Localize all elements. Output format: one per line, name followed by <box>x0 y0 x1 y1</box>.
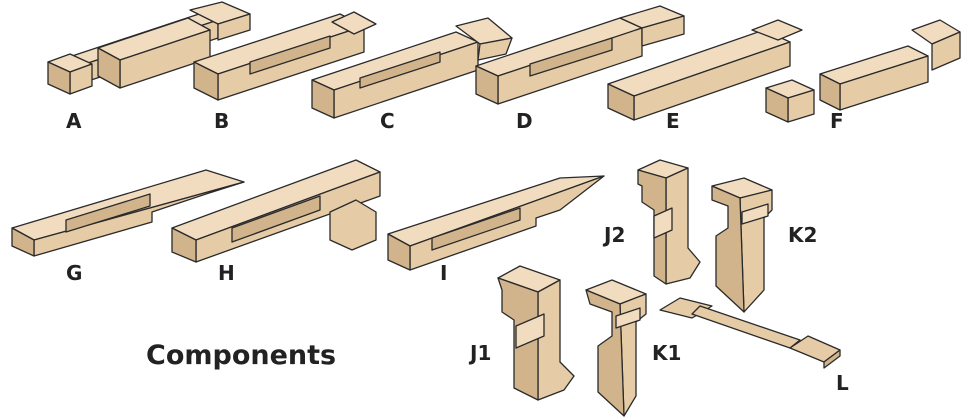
label-e: E <box>666 109 680 133</box>
piece-g-notch <box>65 193 151 233</box>
label-i: I <box>440 261 447 285</box>
piece-k2-side <box>711 185 745 313</box>
piece-j2-tab <box>653 207 673 239</box>
label-b: B <box>214 109 229 133</box>
piece-c-notch <box>359 51 441 89</box>
piece-i <box>387 175 605 271</box>
label-d: D <box>516 109 533 133</box>
label-l: L <box>836 371 849 395</box>
piece-c <box>311 17 513 119</box>
piece-g <box>11 169 245 257</box>
piece-d-notch <box>529 37 613 77</box>
label-f: F <box>830 109 844 133</box>
label-j1: J1 <box>468 341 491 365</box>
piece-a <box>47 1 251 95</box>
piece-j2 <box>637 159 701 285</box>
piece-e <box>607 19 803 121</box>
piece-k1 <box>585 279 647 417</box>
piece-k2-slot <box>741 203 769 225</box>
piece-i-notch <box>431 207 521 251</box>
label-c: C <box>380 109 395 133</box>
piece-b-raised <box>331 11 377 35</box>
label-k2: K2 <box>788 223 817 247</box>
piece-e-raised <box>751 19 803 41</box>
piece-f <box>765 19 961 123</box>
piece-d-end <box>475 65 499 105</box>
piece-k1-slot <box>615 307 641 329</box>
label-k1: K1 <box>652 341 681 365</box>
piece-h-head <box>329 199 377 251</box>
piece-h-notch <box>231 195 321 243</box>
piece-j1-tab <box>515 313 545 349</box>
piece-k2 <box>711 177 773 313</box>
diagram-title: Components <box>146 340 336 371</box>
piece-j1-front <box>537 279 575 401</box>
piece-j1 <box>497 265 575 401</box>
piece-k1-side <box>585 289 625 417</box>
piece-i-end <box>387 233 411 271</box>
piece-f-body-end <box>819 73 841 111</box>
piece-b-end <box>193 61 219 101</box>
piece-e-end <box>607 83 635 121</box>
piece-d <box>475 5 685 105</box>
piece-c-end <box>311 79 335 119</box>
piece-h-end <box>171 227 197 263</box>
label-g: G <box>66 261 82 285</box>
piece-b <box>193 11 377 101</box>
piece-b-notch <box>249 35 331 75</box>
label-a: A <box>66 109 82 133</box>
piece-g-end <box>11 227 35 257</box>
piece-h <box>171 159 381 263</box>
piece-l <box>659 297 841 369</box>
piece-l-bar <box>691 305 801 349</box>
label-j2: J2 <box>602 223 625 247</box>
label-h: H <box>218 261 235 285</box>
